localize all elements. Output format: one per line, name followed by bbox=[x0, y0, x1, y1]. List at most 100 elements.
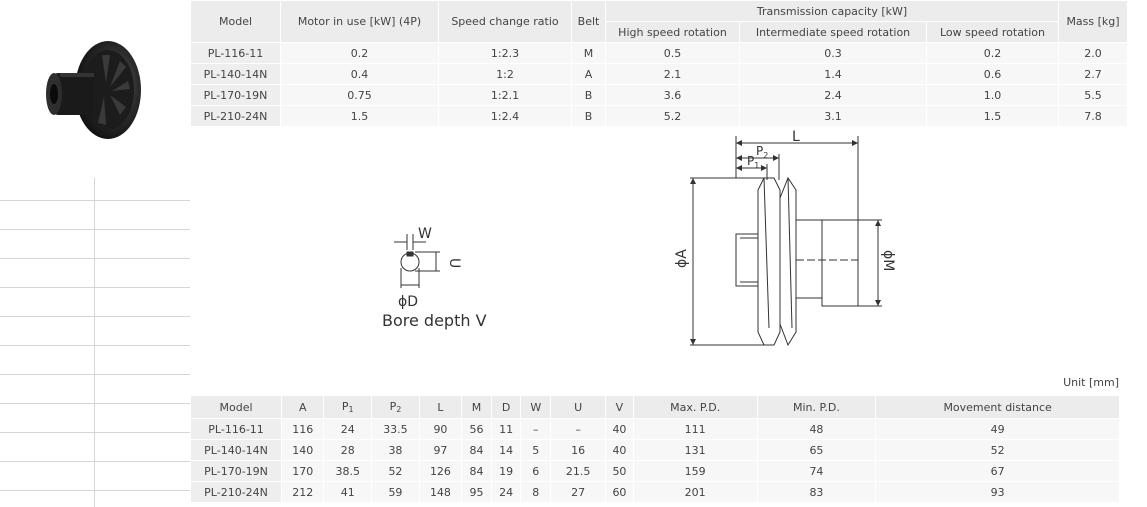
cell: 8 bbox=[520, 481, 552, 503]
cell: M bbox=[571, 42, 606, 64]
cell: 40 bbox=[605, 439, 634, 461]
header-model: Model bbox=[190, 0, 281, 43]
header-v: V bbox=[605, 395, 634, 419]
cell: 28 bbox=[323, 439, 373, 461]
pulley-diagram bbox=[690, 136, 882, 347]
cell: 159 bbox=[632, 460, 758, 482]
spec-table: Model Motor in use [kW] (4P) Speed chang… bbox=[190, 0, 1129, 127]
cell: 5.5 bbox=[1058, 84, 1129, 106]
cell: 170 bbox=[281, 460, 325, 482]
cell: 2.7 bbox=[1058, 63, 1129, 85]
cell: 90 bbox=[418, 418, 463, 440]
cell: 5 bbox=[520, 439, 552, 461]
cell: 67 bbox=[875, 460, 1120, 482]
cell: 6 bbox=[520, 460, 552, 482]
cell: 0.75 bbox=[280, 84, 439, 106]
product-photo bbox=[46, 41, 141, 139]
cell: 1.4 bbox=[739, 63, 927, 85]
header-mass: Mass [kg] bbox=[1058, 0, 1129, 43]
cell: 5.2 bbox=[605, 105, 740, 127]
header-min-pd: Min. P.D. bbox=[756, 395, 877, 419]
cell: 1:2.1 bbox=[438, 84, 572, 106]
cell: 140 bbox=[281, 439, 325, 461]
cell: PL-170-19N bbox=[190, 84, 281, 106]
cell: 0.4 bbox=[280, 63, 439, 85]
cell: 212 bbox=[281, 481, 325, 503]
cell: 2.1 bbox=[605, 63, 740, 85]
cell: 14 bbox=[490, 439, 522, 461]
cell: 93 bbox=[875, 481, 1120, 503]
cell: 0.6 bbox=[925, 63, 1060, 85]
cell: 33.5 bbox=[371, 418, 420, 440]
cell: 52 bbox=[371, 460, 420, 482]
label-u: U bbox=[446, 258, 462, 268]
table-row: PL-140-14N 0.4 1:2 A 2.1 1.4 0.6 2.7 bbox=[190, 63, 1129, 85]
cell: 0.5 bbox=[605, 42, 740, 64]
cell: 1.5 bbox=[925, 105, 1060, 127]
header-movement-distance: Movement distance bbox=[875, 395, 1120, 419]
label-bore-depth: Bore depth V bbox=[382, 311, 487, 330]
cell: 116 bbox=[281, 418, 325, 440]
cell: 201 bbox=[632, 481, 758, 503]
cell: PL-170-19N bbox=[189, 460, 283, 482]
cell: 40 bbox=[605, 418, 634, 440]
cell: – bbox=[520, 418, 552, 440]
cell: 1:2.3 bbox=[438, 42, 572, 64]
cell: 24 bbox=[323, 418, 373, 440]
background-grid bbox=[0, 178, 190, 507]
cell: 1:2.4 bbox=[438, 105, 572, 127]
cell: 2.0 bbox=[1058, 42, 1129, 64]
header-model: Model bbox=[189, 395, 283, 419]
header-l: L bbox=[418, 395, 463, 419]
cell: 11 bbox=[490, 418, 522, 440]
cell: PL-116-11 bbox=[189, 418, 283, 440]
cell: 97 bbox=[418, 439, 463, 461]
cell: 24 bbox=[490, 481, 522, 503]
cell: 1:2 bbox=[438, 63, 572, 85]
header-m: M bbox=[461, 395, 492, 419]
label-d: ϕD bbox=[398, 294, 418, 310]
cell: PL-210-24N bbox=[190, 105, 281, 127]
header-high-speed: High speed rotation bbox=[605, 21, 740, 43]
cell: 0.3 bbox=[739, 42, 927, 64]
label-w: W bbox=[418, 226, 432, 242]
cell: PL-140-14N bbox=[190, 63, 281, 85]
label-phi-m: ϕM bbox=[880, 250, 896, 271]
cell: 84 bbox=[461, 460, 492, 482]
cell: 59 bbox=[371, 481, 420, 503]
header-motor: Motor in use [kW] (4P) bbox=[280, 0, 439, 43]
header-p1-subscript: 1 bbox=[348, 405, 354, 414]
cell: 0.2 bbox=[925, 42, 1060, 64]
unit-label: Unit [mm] bbox=[1063, 376, 1119, 389]
cell: PL-116-11 bbox=[190, 42, 281, 64]
label-phi-a: ϕA bbox=[674, 249, 690, 268]
header-p1-letter: P bbox=[341, 400, 349, 413]
cell: 2.4 bbox=[739, 84, 927, 106]
label-p1-subscript: 1 bbox=[754, 161, 759, 170]
cell: 48 bbox=[756, 418, 877, 440]
cell: PL-210-24N bbox=[189, 481, 283, 503]
cell: 38 bbox=[371, 439, 420, 461]
header-belt: Belt bbox=[571, 0, 606, 43]
label-p2-letter: P bbox=[756, 144, 763, 158]
header-u: U bbox=[550, 395, 607, 419]
table-row: PL-116-11 0.2 1:2.3 M 0.5 0.3 0.2 2.0 bbox=[190, 42, 1129, 64]
cell: 56 bbox=[461, 418, 492, 440]
header-speed-ratio: Speed change ratio bbox=[438, 0, 572, 43]
table-row: PL-210-24N 1.5 1:2.4 B 5.2 3.1 1.5 7.8 bbox=[190, 105, 1129, 127]
header-w: W bbox=[520, 395, 552, 419]
cell: 65 bbox=[756, 439, 877, 461]
header-intermediate-speed: Intermediate speed rotation bbox=[739, 21, 927, 43]
cell: 50 bbox=[605, 460, 634, 482]
cell: 49 bbox=[875, 418, 1120, 440]
header-low-speed: Low speed rotation bbox=[925, 21, 1060, 43]
technical-drawing: W U ϕD Bore depth V bbox=[190, 128, 1120, 368]
header-p2-subscript: 2 bbox=[396, 405, 402, 414]
cell: 38.5 bbox=[323, 460, 373, 482]
cell: 95 bbox=[461, 481, 492, 503]
header-a: A bbox=[281, 395, 325, 419]
cell: 148 bbox=[418, 481, 463, 503]
